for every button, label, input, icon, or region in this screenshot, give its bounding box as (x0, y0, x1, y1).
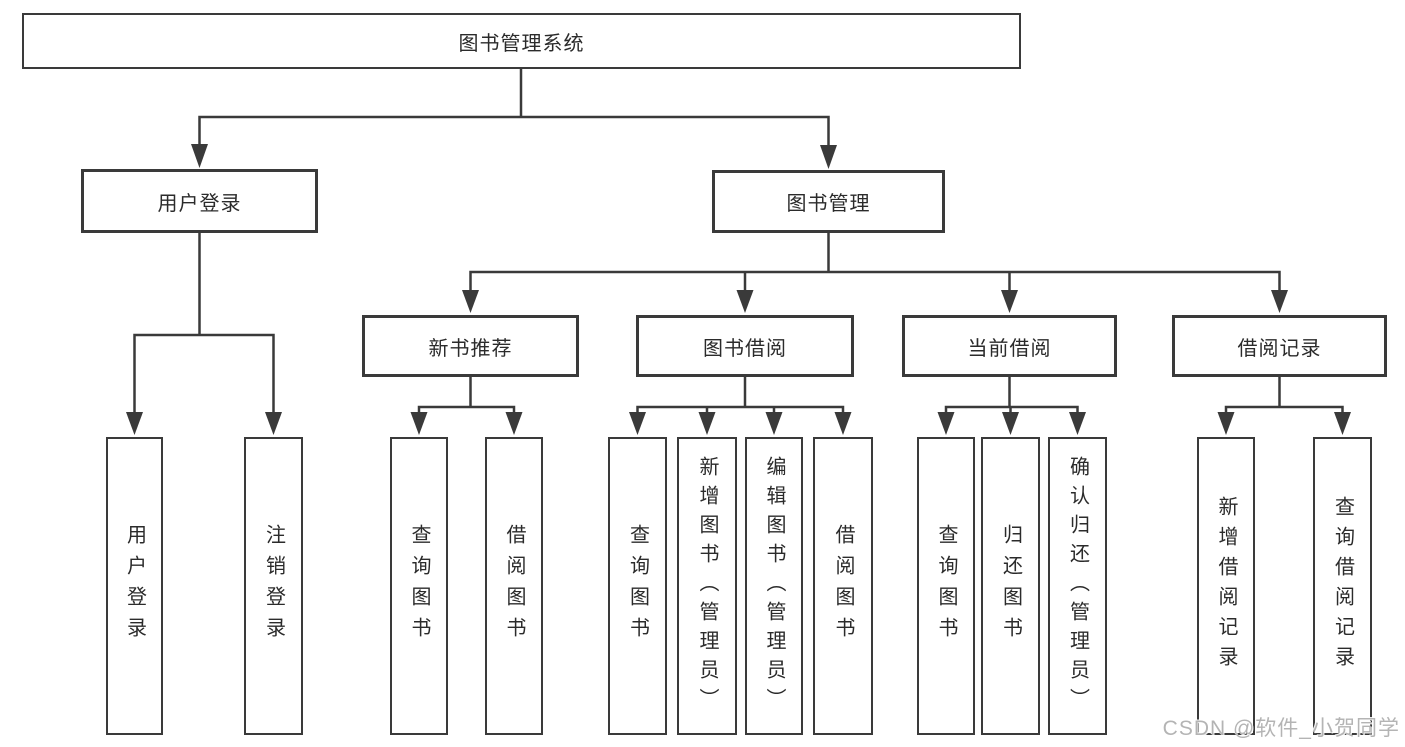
csdn-watermark: CSDN @软件_小贺同学 (1162, 717, 1400, 740)
leaf-borrow-books-recommend-label: 借阅图书 (503, 524, 525, 648)
leaf-add-borrow-record: 新增借阅记录 (1197, 437, 1255, 735)
leaf-borrow-books-label: 借阅图书 (832, 524, 854, 648)
node-book-management: 图书管理 (712, 170, 945, 233)
leaf-confirm-return-admin: 确认归还（管理员） (1048, 437, 1107, 735)
leaf-query-books-borrow: 查询图书 (608, 437, 667, 735)
leaf-query-books-current-label: 查询图书 (935, 524, 957, 648)
leaf-add-books-admin: 新增图书（管理员） (677, 437, 737, 735)
leaf-edit-books-admin-label: 编辑图书（管理员） (763, 455, 785, 717)
leaf-add-books-admin-label: 新增图书（管理员） (696, 455, 718, 717)
node-new-book-recommend-label: 新书推荐 (428, 337, 513, 360)
leaf-user-login-label: 用户登录 (123, 524, 146, 648)
node-new-book-recommend: 新书推荐 (362, 315, 579, 377)
leaf-return-books: 归还图书 (981, 437, 1040, 735)
node-current-borrow-label: 当前借阅 (967, 337, 1052, 360)
leaf-query-borrow-record: 查询借阅记录 (1313, 437, 1372, 735)
node-user-login-label: 用户登录 (157, 192, 242, 215)
leaf-add-borrow-record-label: 新增借阅记录 (1215, 496, 1237, 676)
leaf-query-books-borrow-label: 查询图书 (626, 524, 649, 648)
node-book-borrow-label: 图书借阅 (703, 337, 787, 360)
node-current-borrow: 当前借阅 (902, 315, 1117, 377)
leaf-borrow-books-recommend: 借阅图书 (485, 437, 543, 735)
node-borrow-records: 借阅记录 (1172, 315, 1387, 377)
leaf-return-books-label: 归还图书 (999, 524, 1022, 648)
leaf-logout: 注销登录 (244, 437, 303, 735)
node-book-borrow: 图书借阅 (636, 315, 854, 377)
leaf-borrow-books: 借阅图书 (813, 437, 873, 735)
node-system-root-label: 图书管理系统 (458, 32, 585, 55)
node-system-root: 图书管理系统 (22, 13, 1021, 69)
leaf-query-books-current: 查询图书 (917, 437, 975, 735)
leaf-logout-label: 注销登录 (262, 524, 285, 648)
leaf-query-books-recommend: 查询图书 (390, 437, 448, 735)
node-borrow-records-label: 借阅记录 (1237, 337, 1322, 360)
leaf-query-books-recommend-label: 查询图书 (408, 524, 430, 648)
leaf-user-login: 用户登录 (106, 437, 163, 735)
leaf-query-borrow-record-label: 查询借阅记录 (1331, 496, 1354, 676)
leaf-confirm-return-admin-label: 确认归还（管理员） (1066, 455, 1089, 717)
node-book-management-label: 图书管理 (786, 193, 871, 215)
node-user-login: 用户登录 (81, 169, 318, 233)
leaf-edit-books-admin: 编辑图书（管理员） (745, 437, 803, 735)
